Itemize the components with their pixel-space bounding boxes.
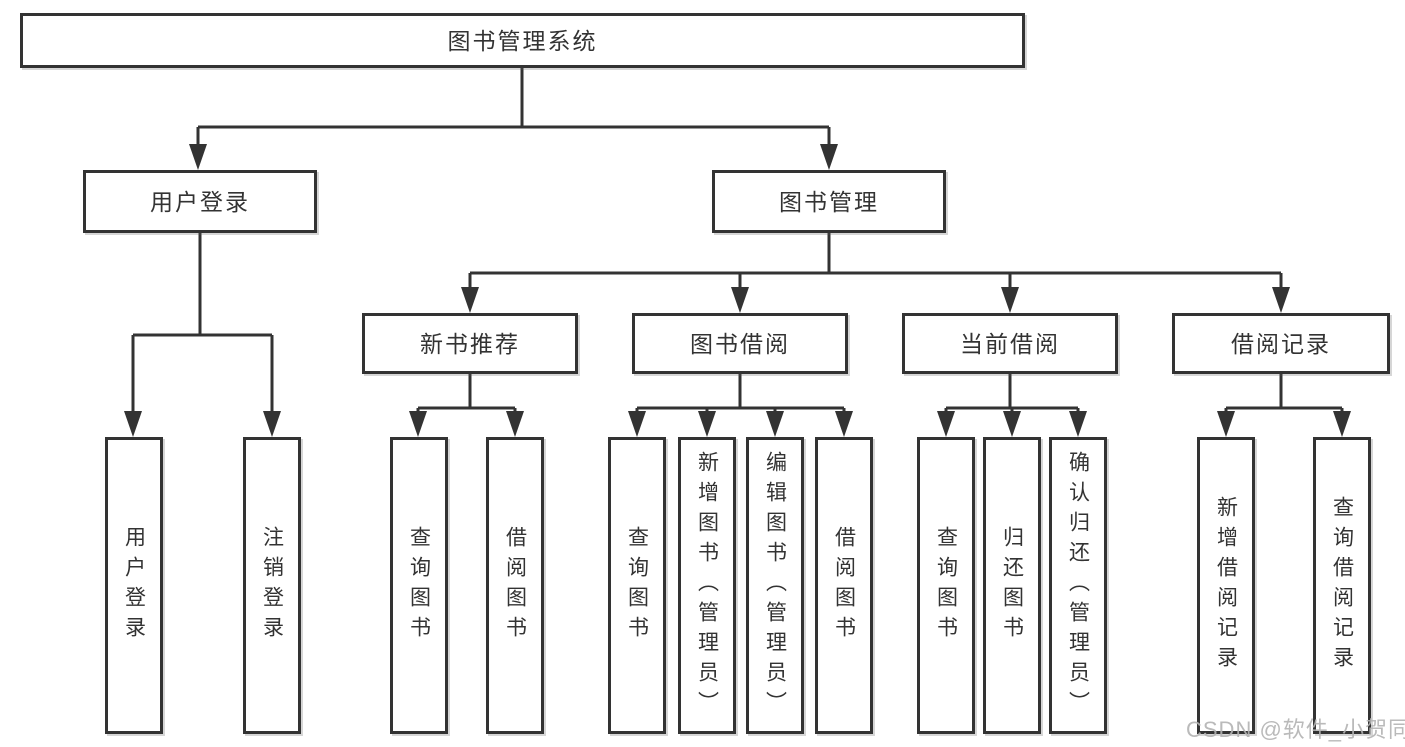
node-nbr-query-books: 查询图书: [390, 437, 448, 734]
node-borrow-records: 借阅记录: [1172, 313, 1390, 374]
node-bb-borrow-books: 借阅图书: [815, 437, 873, 734]
arrowheads: [124, 144, 1351, 437]
node-logout: 注销登录: [243, 437, 301, 734]
node-root: 图书管理系统: [20, 13, 1025, 68]
node-nbr-borrow-books: 借阅图书: [486, 437, 544, 734]
node-bb-edit-books: 编辑图书（管理员）: [746, 437, 804, 734]
node-cb-return-books: 归还图书: [983, 437, 1041, 734]
csdn-watermark: CSDN @软件_小贺同学: [1186, 717, 1405, 742]
node-current-borrowing: 当前借阅: [902, 313, 1118, 374]
node-book-management: 图书管理: [712, 170, 946, 233]
connector-paths: [131, 68, 1344, 420]
node-user-login: 用户登录: [83, 170, 317, 233]
node-book-borrowing: 图书借阅: [632, 313, 848, 374]
node-br-add-record: 新增借阅记录: [1197, 437, 1255, 734]
node-new-book-recommend: 新书推荐: [362, 313, 578, 374]
node-cb-confirm-return: 确认归还（管理员）: [1049, 437, 1107, 734]
node-bb-query-books: 查询图书: [608, 437, 666, 734]
node-cb-query-books: 查询图书: [917, 437, 975, 734]
node-br-query-record: 查询借阅记录: [1313, 437, 1371, 734]
node-bb-add-books: 新增图书（管理员）: [678, 437, 736, 734]
node-login: 用户登录: [105, 437, 163, 734]
